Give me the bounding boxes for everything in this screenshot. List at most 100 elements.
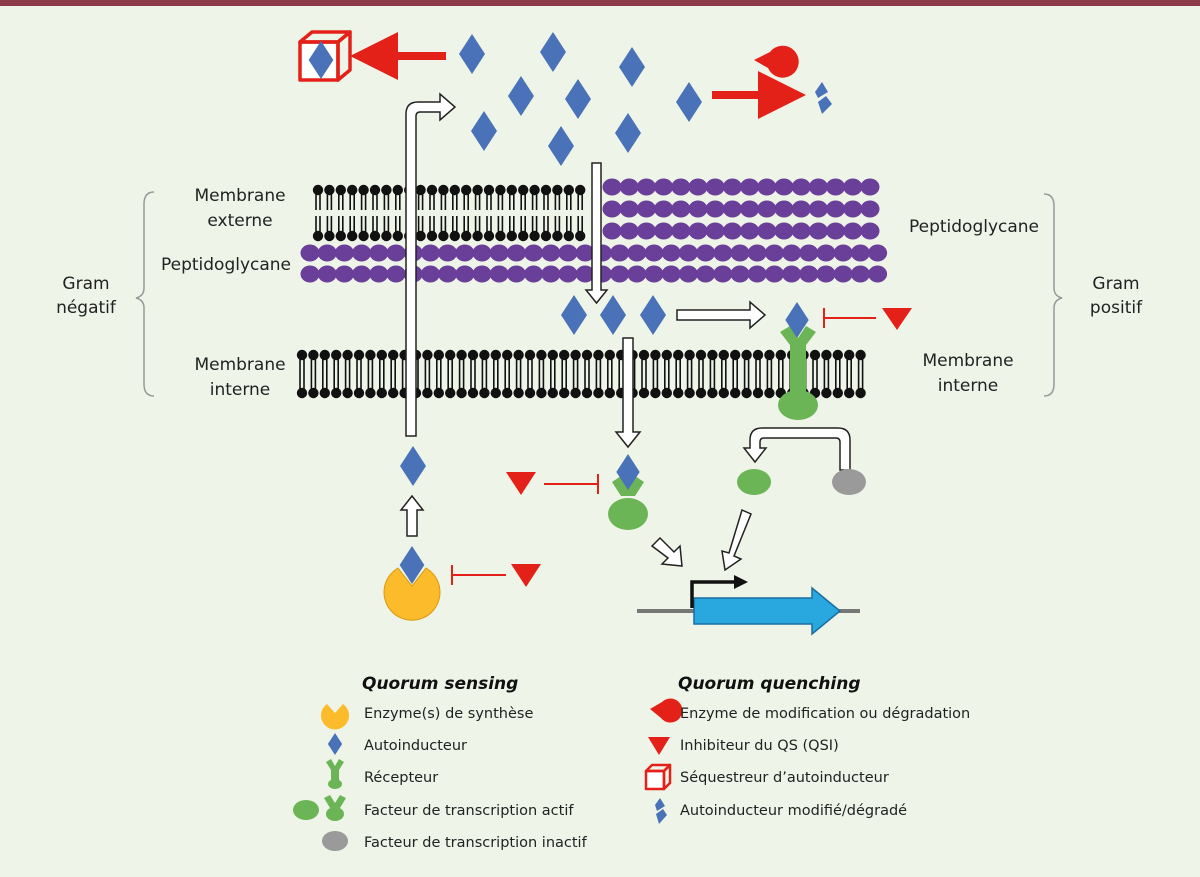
peptidoglycan-unit — [619, 200, 639, 218]
peptidoglycan-unit — [654, 200, 674, 218]
active-transcription-factor — [737, 469, 771, 495]
synthase-enzyme-icon — [383, 567, 441, 621]
peptidoglycan-unit — [730, 265, 750, 283]
phospholipid — [449, 184, 460, 242]
peptidoglycan-unit — [619, 178, 639, 196]
peptidoglycan-right-label: Peptidoglycane — [909, 217, 1039, 237]
phospholipid — [650, 349, 661, 399]
peptidoglycan-unit — [688, 222, 708, 240]
peptidoglycan-unit — [671, 222, 691, 240]
inner-import-arrow — [614, 337, 642, 449]
peptidoglycan-unit — [472, 265, 492, 283]
phospholipid — [365, 349, 376, 399]
peptidoglycan-unit — [386, 265, 406, 283]
phospholipid — [308, 349, 319, 399]
phospholipid — [529, 184, 540, 242]
phospholipid — [707, 349, 718, 399]
peptidoglycan-unit — [747, 244, 767, 262]
phospholipid — [461, 184, 472, 242]
phospholipid — [472, 184, 483, 242]
peptidoglycan-unit — [627, 244, 647, 262]
phospholipid — [502, 349, 513, 399]
phospholipid — [506, 184, 517, 242]
phospholipid — [695, 349, 707, 399]
peptidoglycan-unit — [696, 265, 716, 283]
peptidoglycan-unit — [764, 265, 784, 283]
peptidoglycan-gram-positive — [602, 178, 880, 240]
degraded-autoinducer-icon — [815, 82, 832, 114]
phospholipid — [369, 184, 381, 242]
peptidoglycan-unit — [713, 265, 733, 283]
phospholipid — [673, 349, 684, 399]
phospholipid — [536, 349, 547, 399]
peptidoglycan-unit — [722, 178, 742, 196]
phospholipid — [809, 349, 821, 399]
inner-membrane-left-label-line1: Membrane — [194, 355, 285, 375]
phospholipid — [524, 349, 536, 399]
peptidoglycan-unit — [661, 265, 681, 283]
peptidoglycan-unit — [833, 244, 853, 262]
peptidoglycan-unit — [438, 244, 458, 262]
peptidoglycan-unit — [757, 200, 777, 218]
top-bar — [0, 0, 1200, 6]
phospholipid — [324, 184, 335, 242]
phospholipid — [730, 349, 741, 399]
legend-qsi-icon — [648, 737, 670, 755]
outer-membrane-label-line2: externe — [207, 211, 272, 231]
peptidoglycan-unit — [602, 222, 622, 240]
peptidoglycan-unit — [489, 244, 509, 262]
phospholipid — [415, 184, 426, 242]
phospholipid — [296, 349, 308, 399]
phospholipid — [832, 349, 843, 399]
legend-sensing-title: Quorum sensing — [362, 674, 518, 694]
qsi-inhibitor-icon — [506, 472, 536, 495]
phospholipid — [570, 349, 581, 399]
phospholipid — [540, 184, 552, 242]
gram-negative-label-line1: Gram — [62, 274, 109, 294]
phospholipid — [433, 349, 444, 399]
peptidoglycan-unit — [524, 244, 544, 262]
peptidoglycan-unit — [833, 265, 853, 283]
peptidoglycan-unit — [619, 222, 639, 240]
inner-membrane-left-label-line2: interne — [210, 380, 271, 400]
outer-membrane-label-line1: Membrane — [194, 186, 285, 206]
peptidoglycan-unit — [472, 244, 492, 262]
peptidoglycan-unit — [816, 265, 836, 283]
peptidoglycan-unit — [541, 265, 561, 283]
gram-positive-label-line2: positif — [1090, 298, 1143, 318]
phospholipid — [518, 184, 529, 242]
peptidoglycan-unit — [740, 178, 760, 196]
peptidoglycan-unit — [740, 200, 760, 218]
phospholipid — [319, 349, 330, 399]
peptidoglycan-unit — [722, 222, 742, 240]
phospholipid — [381, 184, 392, 242]
legend-quenching-item: Séquestreur d’autoinducteur — [680, 770, 889, 786]
peptidoglycan-unit — [791, 200, 811, 218]
peptidoglycan-unit — [352, 265, 372, 283]
periplasmic-autoinducers — [561, 295, 666, 335]
phospholipid — [552, 184, 563, 242]
phospholipid — [335, 184, 346, 242]
peptidoglycan-unit — [575, 244, 595, 262]
peptidoglycan-unit — [300, 244, 320, 262]
peptidoglycan-unit — [705, 222, 725, 240]
peptidoglycan-unit — [705, 178, 725, 196]
peptidoglycan-unit — [558, 244, 578, 262]
phospholipid — [547, 349, 558, 399]
phospholipid — [855, 349, 866, 399]
peptidoglycan-unit — [713, 244, 733, 262]
synthesis-up-arrow — [399, 494, 425, 537]
peptidoglycan-unit — [799, 244, 819, 262]
peptidoglycan-unit — [730, 244, 750, 262]
legend-sensing-item: Récepteur — [364, 770, 438, 786]
inner-membrane-right-label-line2: interne — [938, 376, 999, 396]
export-arrow — [405, 92, 457, 437]
to-gene-arrow-left — [650, 536, 683, 567]
peptidoglycan-unit — [826, 222, 846, 240]
legend-sensing-item: Facteur de transcription actif — [364, 803, 574, 819]
peptidoglycan-unit — [860, 222, 880, 240]
phospholipid — [593, 349, 604, 399]
phospholipid — [483, 184, 495, 242]
peptidoglycan-unit — [636, 222, 656, 240]
